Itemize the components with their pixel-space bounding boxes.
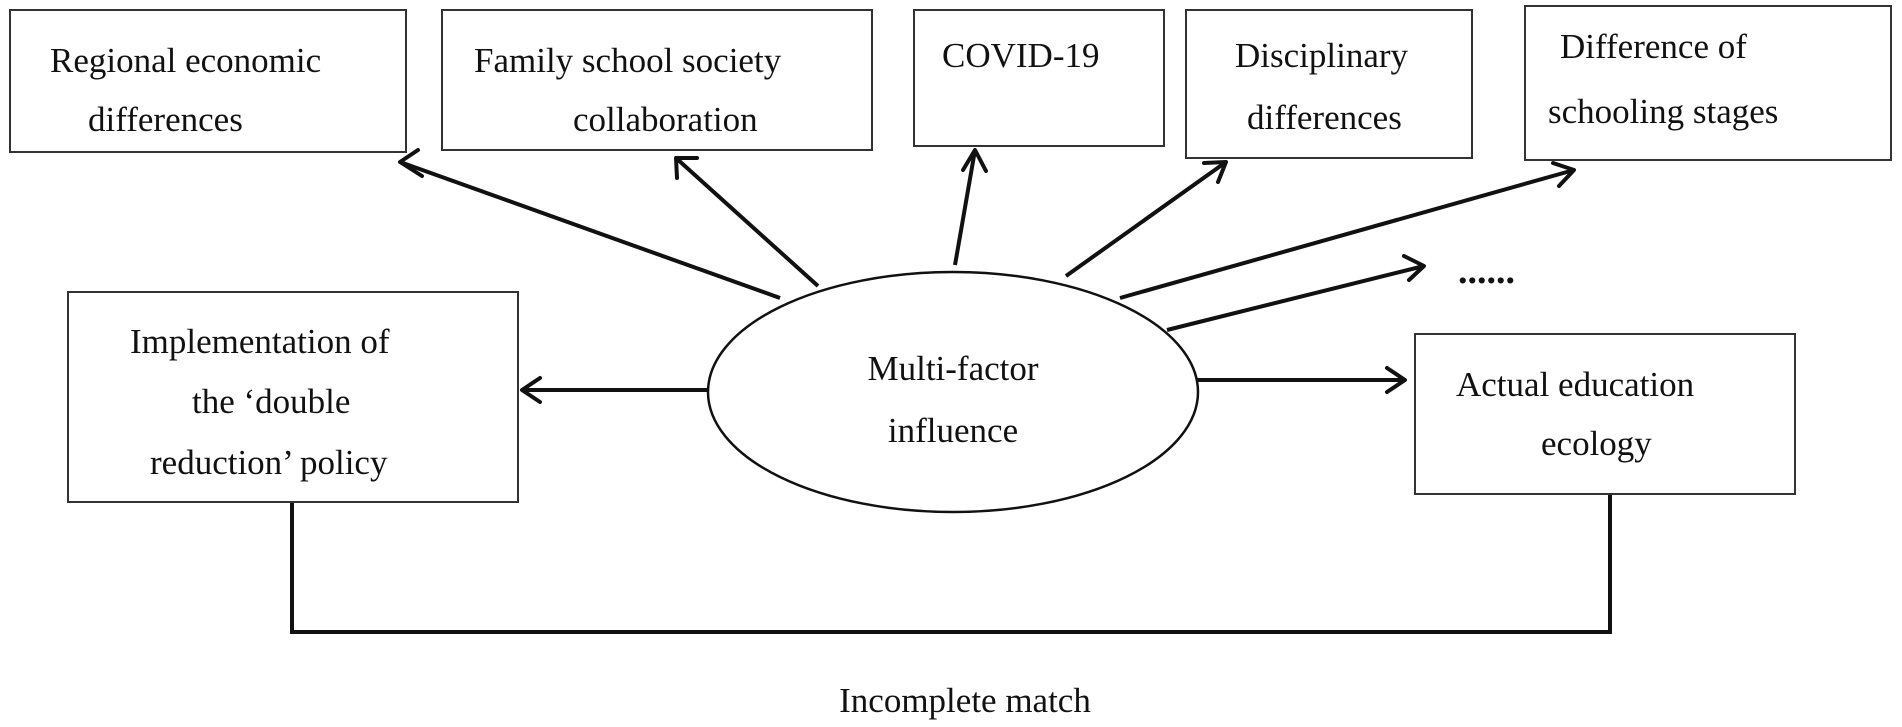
multi-factor-node: Multi-factor influence	[706, 270, 1200, 514]
factor-stages: Difference of schooling stages	[1524, 5, 1892, 161]
policy-box: Implementation of the ‘double reduction’…	[67, 291, 519, 503]
policy-box-line-3: reduction’ policy	[150, 443, 388, 482]
incomplete-match-connector	[290, 495, 1612, 634]
factor-covid: COVID-19	[913, 9, 1165, 147]
factor-stages-line-2: schooling stages	[1548, 92, 1778, 131]
arrow-to-regional	[398, 148, 781, 300]
factor-regional: Regional economic differences	[9, 9, 407, 153]
ecology-box: Actual education ecology	[1414, 333, 1796, 495]
factor-disciplinary: Disciplinary differences	[1185, 9, 1473, 159]
factor-regional-line-1: Regional economic	[50, 41, 321, 80]
arrow-to-disciplinary	[1064, 160, 1228, 278]
factor-family-line-1: Family school society	[474, 41, 782, 80]
ecology-box-line-1: Actual education	[1456, 365, 1694, 404]
multi-factor-line-1: Multi-factor	[867, 349, 1038, 388]
multi-factor-line-2: influence	[888, 411, 1018, 450]
factor-family-line-2: collaboration	[573, 100, 758, 139]
policy-box-line-1: Implementation of	[130, 322, 390, 361]
arrow-to-family	[674, 156, 820, 288]
ecology-box-line-2: ecology	[1541, 424, 1652, 463]
factor-family: Family school society collaboration	[441, 9, 873, 151]
incomplete-match-label: Incomplete match	[839, 681, 1091, 720]
arrow-to-ecology	[1195, 366, 1407, 394]
arrow-to-more	[1166, 254, 1426, 332]
arrow-to-stages	[1119, 161, 1576, 300]
factor-disciplinary-line-2: differences	[1247, 98, 1402, 137]
factor-stages-line-1: Difference of	[1560, 27, 1747, 66]
factor-disciplinary-line-1: Disciplinary	[1235, 36, 1409, 75]
more-factors-ellipsis: ......	[1458, 250, 1515, 292]
arrow-to-covid	[953, 148, 988, 266]
policy-box-line-2: the ‘double	[192, 382, 350, 421]
factor-covid-line-1: COVID-19	[942, 36, 1099, 75]
arrow-to-policy	[520, 376, 710, 404]
factor-regional-line-2: differences	[88, 100, 243, 139]
